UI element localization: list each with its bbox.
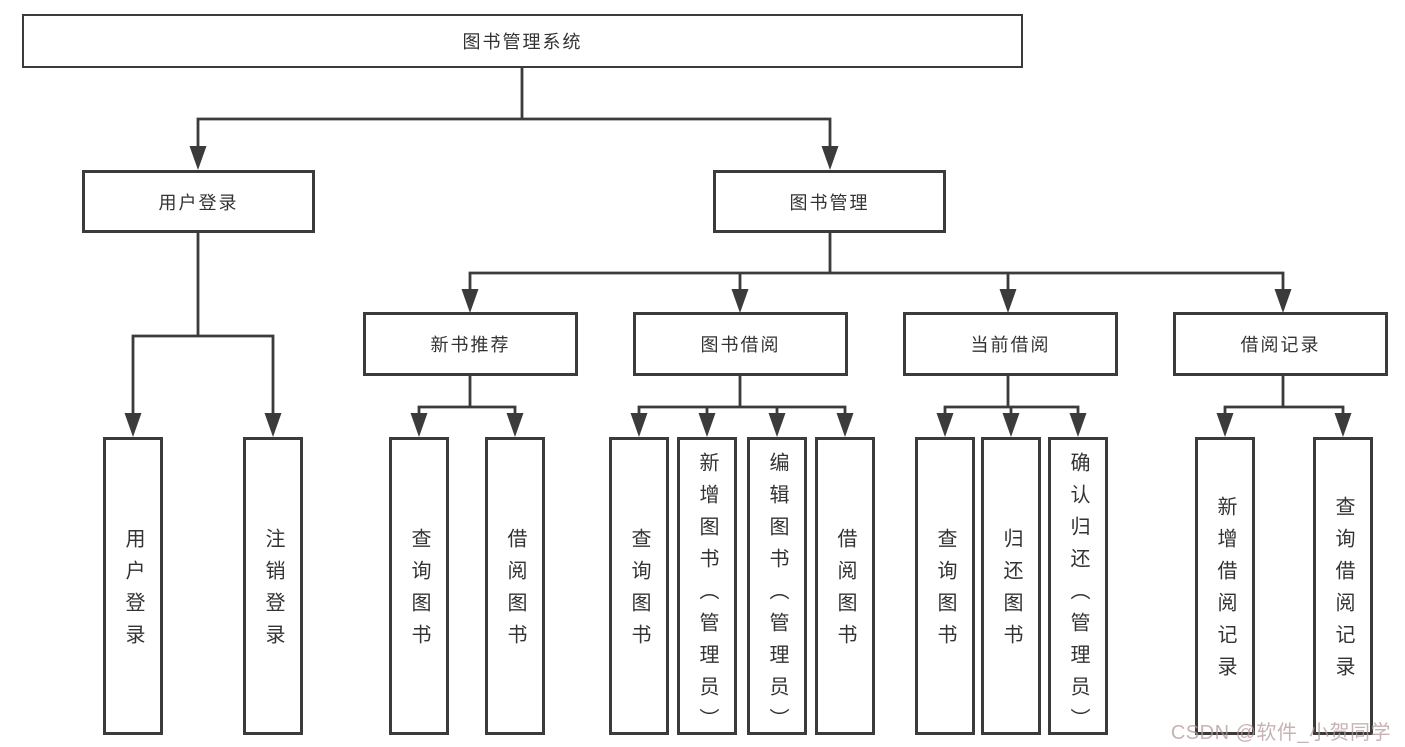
- leaf-borrow-books-recommend: 借阅图书: [485, 437, 545, 735]
- node-book-management: 图书管理: [713, 170, 946, 233]
- node-label: 编辑图书（管理员）: [766, 452, 788, 740]
- node-new-book-recommendation: 新书推荐: [363, 312, 578, 376]
- node-label: 确认归还（管理员）: [1067, 452, 1089, 740]
- node-label: 图书管理系统: [462, 32, 583, 52]
- leaf-edit-books-admin: 编辑图书（管理员）: [747, 437, 807, 740]
- node-label: 当前借阅: [970, 335, 1051, 355]
- node-user-login: 用户登录: [82, 170, 315, 233]
- node-label: 图书借阅: [700, 335, 781, 355]
- node-label: 借阅图书: [504, 528, 526, 656]
- leaf-user-login: 用户登录: [103, 437, 163, 735]
- leaf-query-books-recommend: 查询图书: [389, 437, 449, 735]
- leaf-add-borrow-record: 新增借阅记录: [1195, 437, 1255, 735]
- csdn-watermark: CSDN @软件_小贺同学: [1170, 722, 1391, 744]
- arrowheads: [124, 146, 1352, 437]
- node-library-management-system: 图书管理系统: [22, 14, 1023, 68]
- node-label: 新增借阅记录: [1214, 496, 1236, 688]
- node-label: 用户登录: [158, 192, 239, 213]
- node-current-borrowing: 当前借阅: [903, 312, 1118, 376]
- node-label: 查询借阅记录: [1332, 496, 1354, 688]
- node-label: 查询图书: [934, 528, 956, 656]
- node-label: 用户登录: [122, 528, 144, 656]
- leaf-return-books: 归还图书: [981, 437, 1041, 735]
- leaf-query-books-borrow: 查询图书: [609, 437, 669, 735]
- node-label: 借阅记录: [1240, 335, 1321, 355]
- node-label: 归还图书: [1000, 528, 1022, 656]
- node-borrowing-records: 借阅记录: [1173, 312, 1388, 376]
- leaf-query-borrow-record: 查询借阅记录: [1313, 437, 1373, 735]
- leaf-borrow-books: 借阅图书: [815, 437, 875, 735]
- node-label: 图书管理: [789, 192, 870, 213]
- leaf-add-books-admin: 新增图书（管理员）: [677, 437, 737, 740]
- leaf-logout: 注销登录: [243, 437, 303, 735]
- node-label: 查询图书: [628, 528, 650, 656]
- node-book-borrowing: 图书借阅: [633, 312, 848, 376]
- leaf-query-books-current: 查询图书: [915, 437, 975, 735]
- node-label: 查询图书: [408, 528, 430, 656]
- node-label: 新书推荐: [430, 335, 511, 355]
- node-label: 新增图书（管理员）: [696, 452, 718, 740]
- node-label: 借阅图书: [834, 528, 856, 656]
- leaf-confirm-return-admin: 确认归还（管理员）: [1048, 437, 1108, 740]
- node-label: 注销登录: [262, 528, 284, 656]
